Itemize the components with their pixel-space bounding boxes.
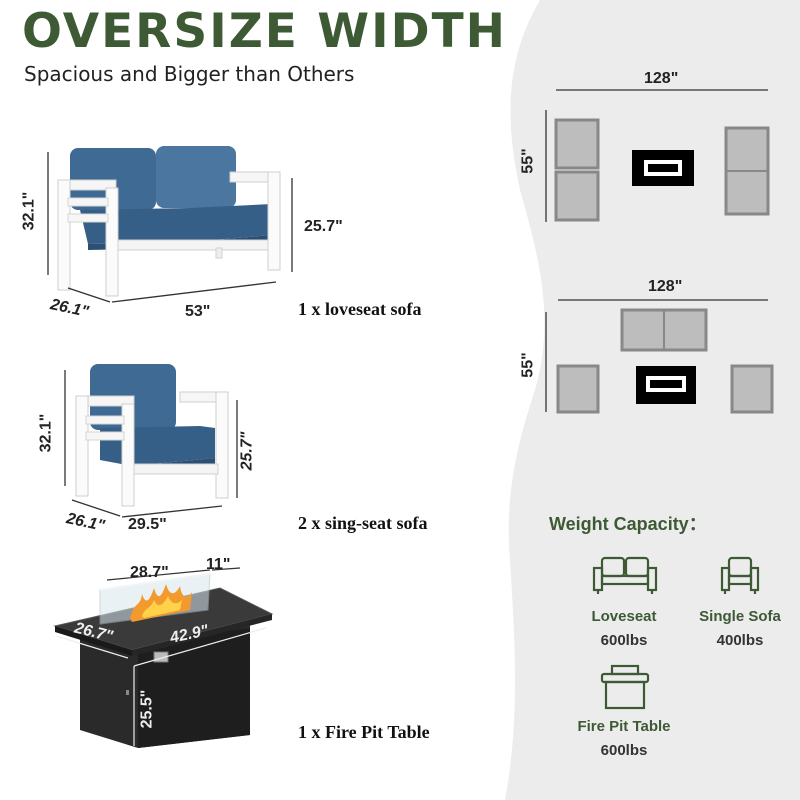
layout2-depth-label: 55" xyxy=(519,352,537,378)
layout-diagram-1 xyxy=(545,89,770,222)
loveseat-seat-height-label: 25.7" xyxy=(304,218,343,235)
single-sofa-illustration xyxy=(64,364,238,518)
single-sofa-weight-value: 400lbs xyxy=(716,632,764,649)
fire-pit-height-label: 25.5" xyxy=(138,689,156,729)
fire-pit-weight-label: Fire Pit Table xyxy=(577,718,671,735)
loveseat-width-label: 53" xyxy=(185,303,211,320)
layout2-width-label: 128" xyxy=(648,278,683,295)
page-subtitle: Spacious and Bigger than Others xyxy=(24,62,355,86)
single-sofa-height-label: 32.1" xyxy=(37,413,55,453)
single-sofa-seat-height-label: 25.7" xyxy=(238,431,256,471)
layout1-depth-label: 55" xyxy=(519,148,537,174)
fire-pit-glass-width-label: 11" xyxy=(206,556,231,573)
weight-capacity-title: Weight Capacity： xyxy=(549,514,707,534)
single-sofa-width-label: 29.5" xyxy=(128,516,167,533)
loveseat-weight-value: 600lbs xyxy=(600,632,648,649)
fire-pit-glass-length-label: 28.7" xyxy=(130,564,169,581)
fire-pit-weight-value: 600lbs xyxy=(600,742,648,759)
loveseat-illustration xyxy=(47,146,293,303)
page-title: OVERSIZE WIDTH xyxy=(22,4,507,59)
single-sofa-weight-label: Single Sofa xyxy=(699,608,781,625)
loveseat-height-label: 32.1" xyxy=(20,191,38,231)
fire-pit-table-illustration xyxy=(53,567,274,748)
layout-diagram-2 xyxy=(545,299,774,414)
layout1-width-label: 128" xyxy=(644,70,679,87)
loveseat-weight-label: Loveseat xyxy=(591,608,657,625)
fire-pit-table-icon xyxy=(600,664,650,710)
fire-pit-caption: 1 x Fire Pit Table xyxy=(298,722,430,742)
loveseat-caption: 1 x loveseat sofa xyxy=(298,299,422,319)
loveseat-icon xyxy=(592,556,658,594)
single-sofa-caption: 2 x sing-seat sofa xyxy=(298,513,428,533)
single-sofa-icon xyxy=(720,556,760,594)
